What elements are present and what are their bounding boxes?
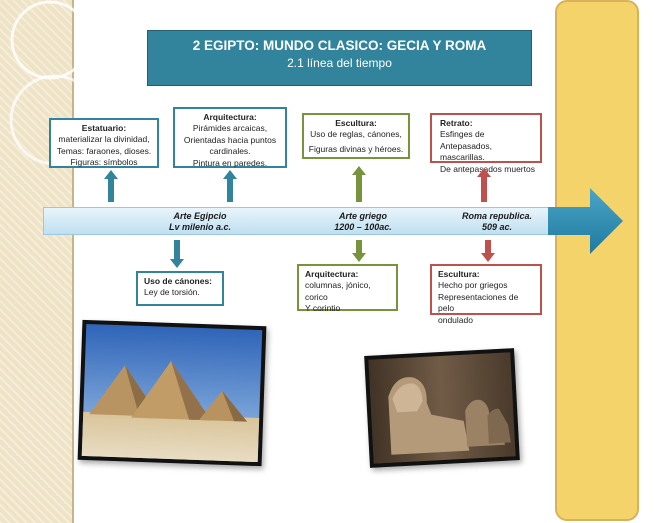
timeline-label-roma: Roma republica. 509 ac. <box>445 211 549 234</box>
box-line: Uso de reglas, cánones, <box>310 129 402 140</box>
timeline-label-line: Lv milenio a.c. <box>168 222 232 233</box>
box-line: De antepasados muertos <box>440 163 535 174</box>
box-line: Figuras divinas y héroes. <box>308 143 404 154</box>
box-retrato: Retrato: Esfinges de Antepasados, mascar… <box>430 113 542 174</box>
box-line: Y corintio <box>305 303 341 314</box>
decorative-circles <box>9 0 75 166</box>
box-heading: Retrato: <box>440 118 473 128</box>
timeline-label-grecia: Arte griego 1200 – 100ac. <box>313 211 413 234</box>
page-title: 2 EGIPTO: MUNDO CLASICO: GECIA Y ROMA <box>192 38 487 53</box>
timeline-arrow-icon <box>548 188 623 254</box>
pyramids-photo <box>77 319 267 467</box>
box-escultura-grecia: Escultura: Uso de reglas, cánones, Figur… <box>302 113 410 159</box>
box-heading: Uso de cánones: <box>144 276 213 286</box>
arrow-up-icon <box>477 168 491 202</box>
box-heading: Arquitectura: <box>203 112 257 122</box>
box-line: ondulado <box>438 314 473 325</box>
box-heading: Escultura: <box>438 269 480 279</box>
box-heading: Estatuario: <box>81 123 127 133</box>
box-line: Figuras: símbolos <box>70 157 138 168</box>
box-line: Orientadas hacia puntos <box>183 134 277 145</box>
box-uso-canones: Uso de cánones: Ley de torsión. <box>136 271 224 306</box>
timeline-label-line: 1200 – 100ac. <box>334 222 392 233</box>
box-arquitectura-grecia: Arquitectura: columnas, jónico, corico Y… <box>297 264 398 314</box>
timeline-label-line: Arte Egipcio <box>173 211 227 221</box>
title-box: 2 EGIPTO: MUNDO CLASICO: GECIA Y ROMA 2.… <box>147 30 532 86</box>
arrow-down-icon <box>481 240 495 262</box>
timeline-label-line: Arte griego <box>338 211 387 221</box>
box-estatuario: Estatuario: materializar la divinidad, T… <box>49 118 159 168</box>
box-heading: Arquitectura: <box>305 269 359 279</box>
box-line: Ley de torsión. <box>144 287 200 298</box>
arrow-down-icon <box>352 240 366 262</box>
timeline-label-egipto: Arte Egipcio Lv milenio a.c. <box>150 211 250 234</box>
page-subtitle: 2.1 línea del tiempo <box>287 56 392 70</box>
box-line: Antepasados, mascarillas. <box>440 140 492 163</box>
box-line: Pintura en paredes. <box>192 157 268 168</box>
arrow-down-icon <box>170 240 184 268</box>
sphinx-statues-photo <box>364 348 520 468</box>
box-line: Representaciones de pelo <box>438 291 519 314</box>
box-line: Esfinges de <box>440 129 485 140</box>
box-heading: Escultura: <box>335 118 377 128</box>
box-line: materializar la divinidad, <box>58 134 150 145</box>
box-line: Pirámides arcaicas, <box>192 123 268 134</box>
box-line: columnas, jónico, corico <box>305 280 371 302</box>
box-line: Temas: faraones, dioses. <box>56 145 152 156</box>
timeline-label-line: Roma republica. <box>461 211 533 221</box>
box-line: Hecho por griegos <box>438 280 508 291</box>
box-escultura-roma: Escultura: Hecho por griegos Representac… <box>430 264 542 325</box>
left-strip-border <box>72 0 74 523</box>
arrow-up-icon <box>352 166 366 202</box>
box-line: cardinales. <box>209 146 251 157</box>
arrow-up-icon <box>104 170 118 202</box>
right-side-bar <box>555 0 639 521</box>
box-arquitectura-egipto: Arquitectura: Pirámides arcaicas, Orient… <box>173 107 287 168</box>
decorative-left-strip <box>0 0 74 523</box>
timeline-label-line: 509 ac. <box>481 222 513 233</box>
arrow-up-icon <box>223 170 237 202</box>
